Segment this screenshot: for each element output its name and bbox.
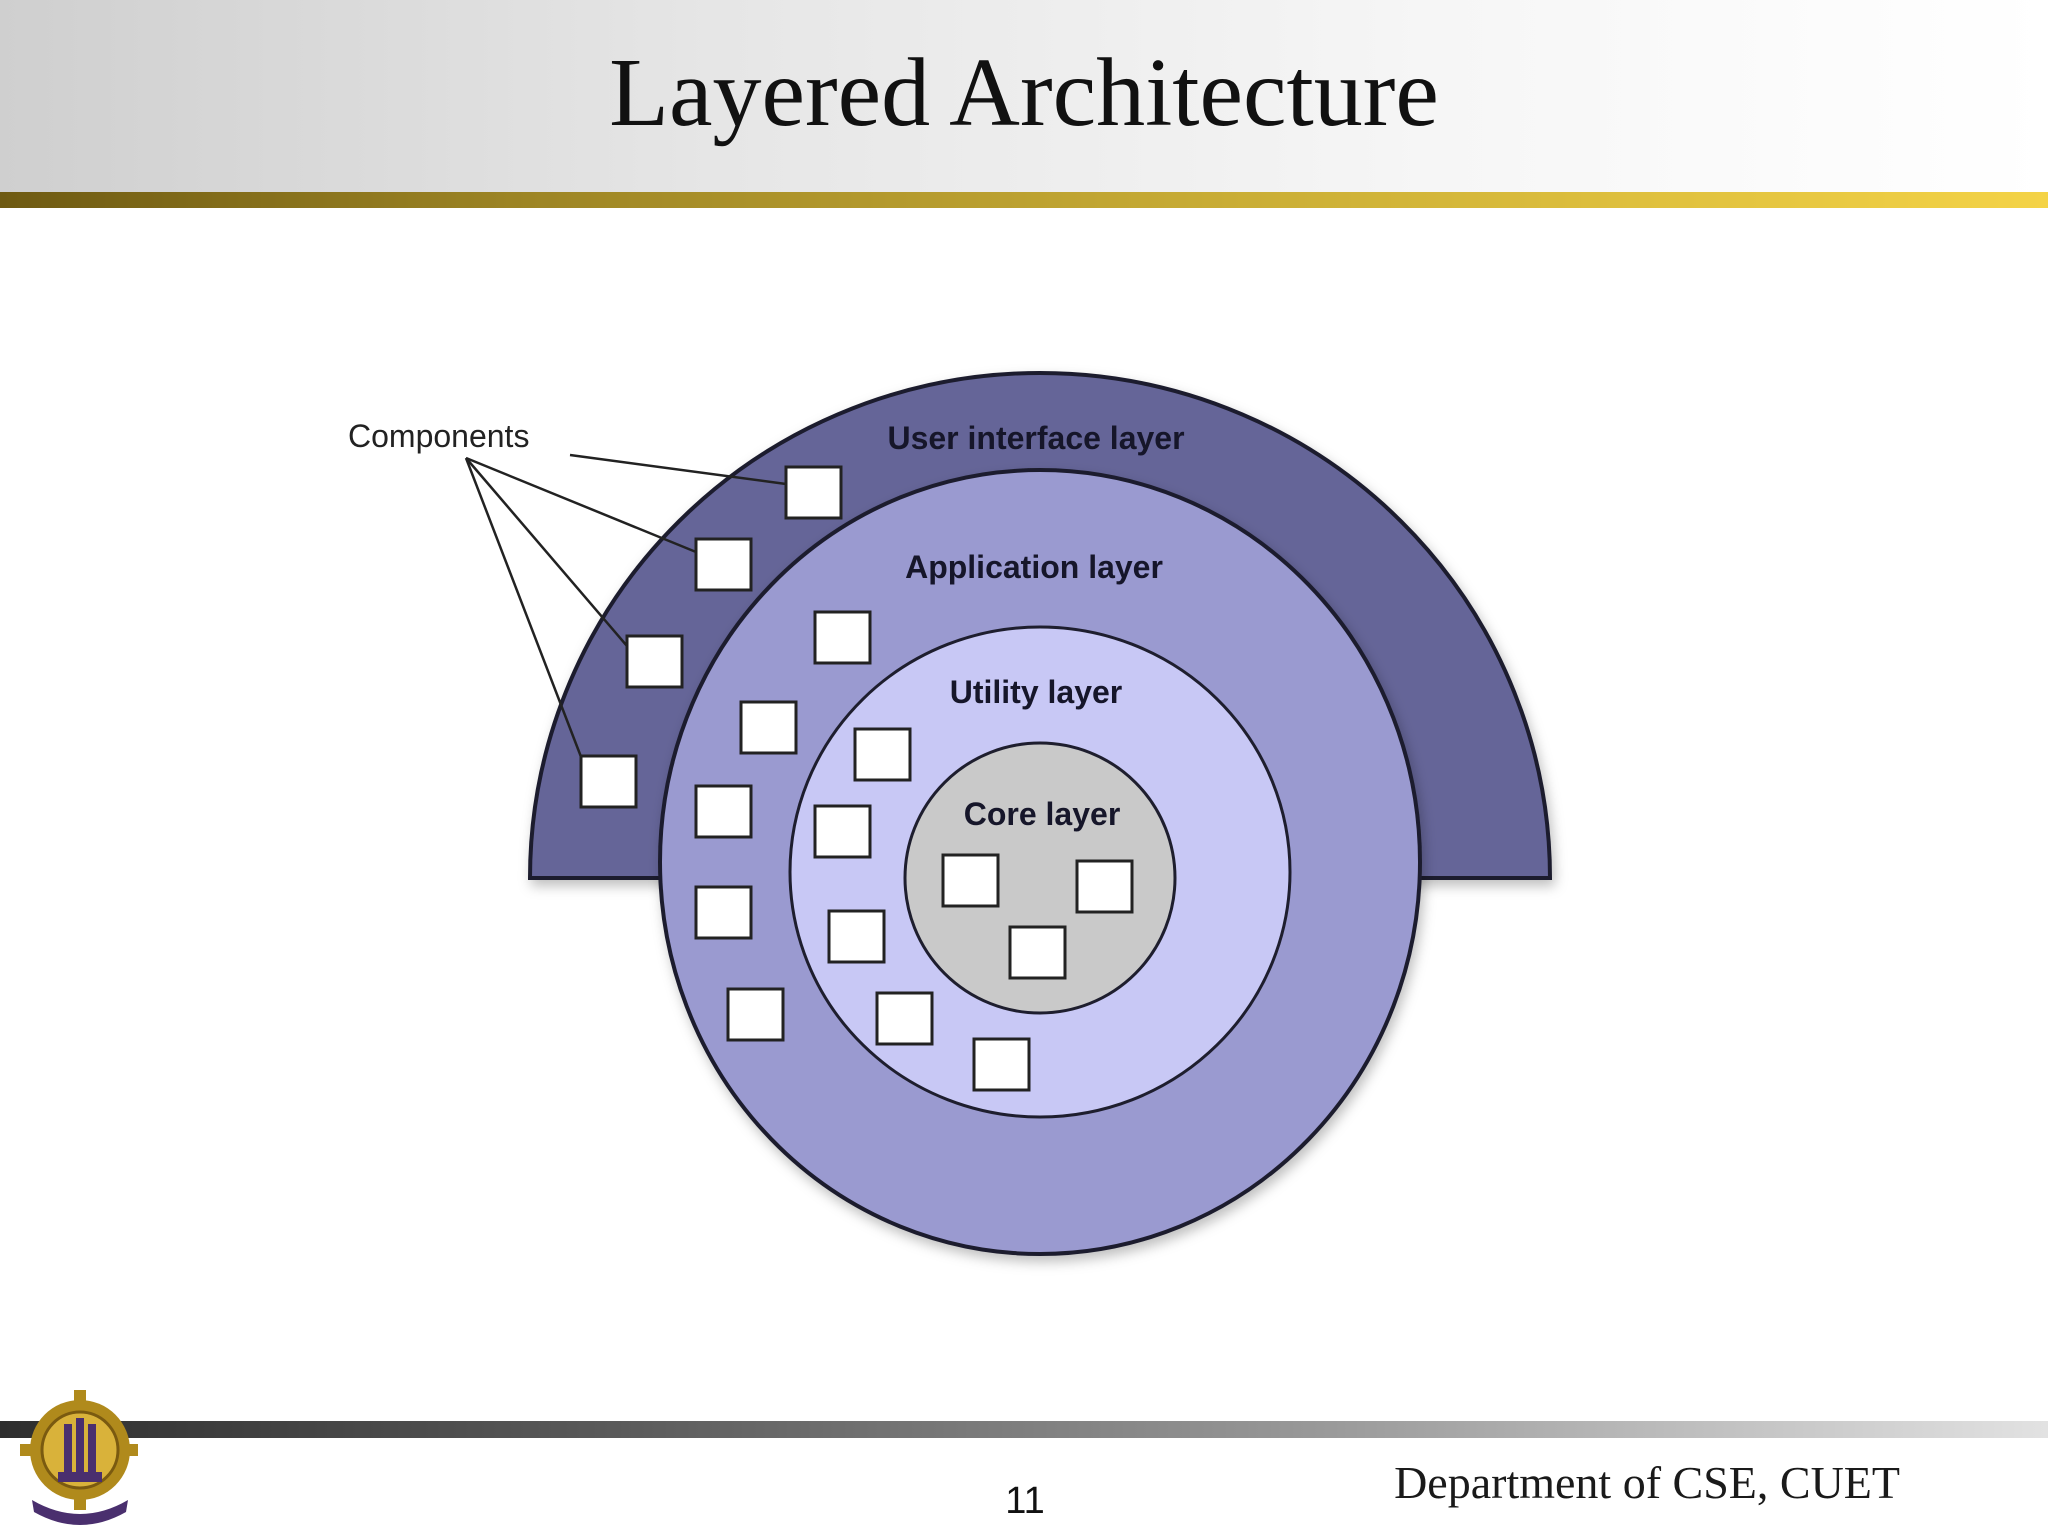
component-box [813, 804, 872, 859]
component-box [827, 909, 886, 964]
component-box [726, 987, 785, 1042]
component-box [694, 885, 753, 940]
footer-divider [0, 1421, 2048, 1438]
cuet-logo [20, 1390, 138, 1525]
slide-header: Layered Architecture [0, 0, 2048, 192]
page-number: 11 [1005, 1480, 1045, 1522]
component-box [1008, 925, 1067, 980]
component-box [875, 991, 934, 1046]
application-layer-label: Application layer [905, 549, 1163, 585]
component-box [625, 634, 684, 689]
layered-architecture-diagram: User interface layer Application layer U… [348, 371, 1553, 1256]
callout-lines [464, 453, 787, 763]
component-box [941, 853, 1000, 908]
component-box [813, 610, 872, 665]
component-box [972, 1037, 1031, 1092]
slide-title: Layered Architecture [609, 39, 1439, 147]
utility-layer-label: Utility layer [950, 674, 1123, 710]
component-box [784, 465, 843, 520]
component-box [739, 700, 798, 755]
component-box [579, 754, 638, 809]
component-box [694, 537, 753, 592]
component-box [694, 784, 753, 839]
components-callout-label: Components [348, 418, 529, 454]
user-interface-layer-label: User interface layer [887, 420, 1184, 456]
department-footer: Department of CSE, CUET [1394, 1457, 1900, 1508]
component-box [853, 727, 912, 782]
core-layer [903, 741, 1177, 1015]
core-layer-label: Core layer [964, 796, 1121, 832]
component-box [1075, 859, 1134, 914]
gold-accent-bar [0, 192, 2048, 208]
